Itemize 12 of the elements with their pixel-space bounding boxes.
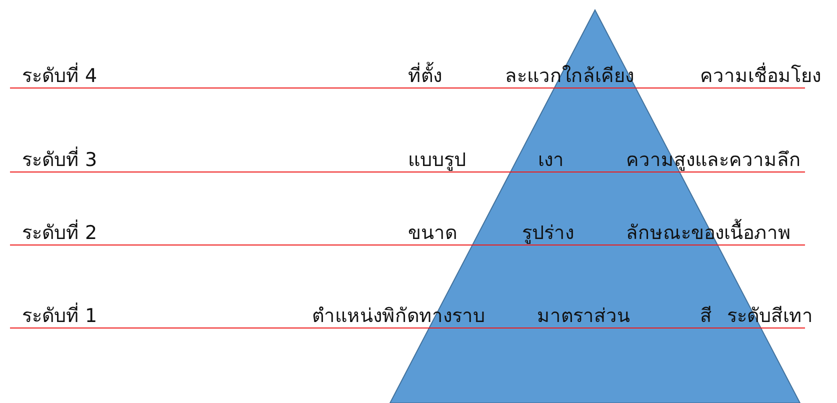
level-label: ระดับที่ 2 — [22, 221, 98, 245]
feature-label: มาตราส่วน — [537, 304, 630, 328]
feature-label: รูปร่าง — [522, 221, 574, 245]
feature-label: สี — [700, 304, 712, 328]
feature-label: ความเชื่อมโยง — [700, 64, 821, 88]
level-label: ระดับที่ 4 — [22, 64, 98, 88]
feature-label: ขนาด — [408, 221, 457, 245]
feature-label: เงา — [538, 148, 564, 172]
feature-label: แบบรูป — [408, 148, 466, 172]
level-label: ระดับที่ 3 — [22, 148, 98, 172]
feature-label: ที่ตั้ง — [408, 64, 442, 88]
level-label: ระดับที่ 1 — [22, 304, 98, 328]
